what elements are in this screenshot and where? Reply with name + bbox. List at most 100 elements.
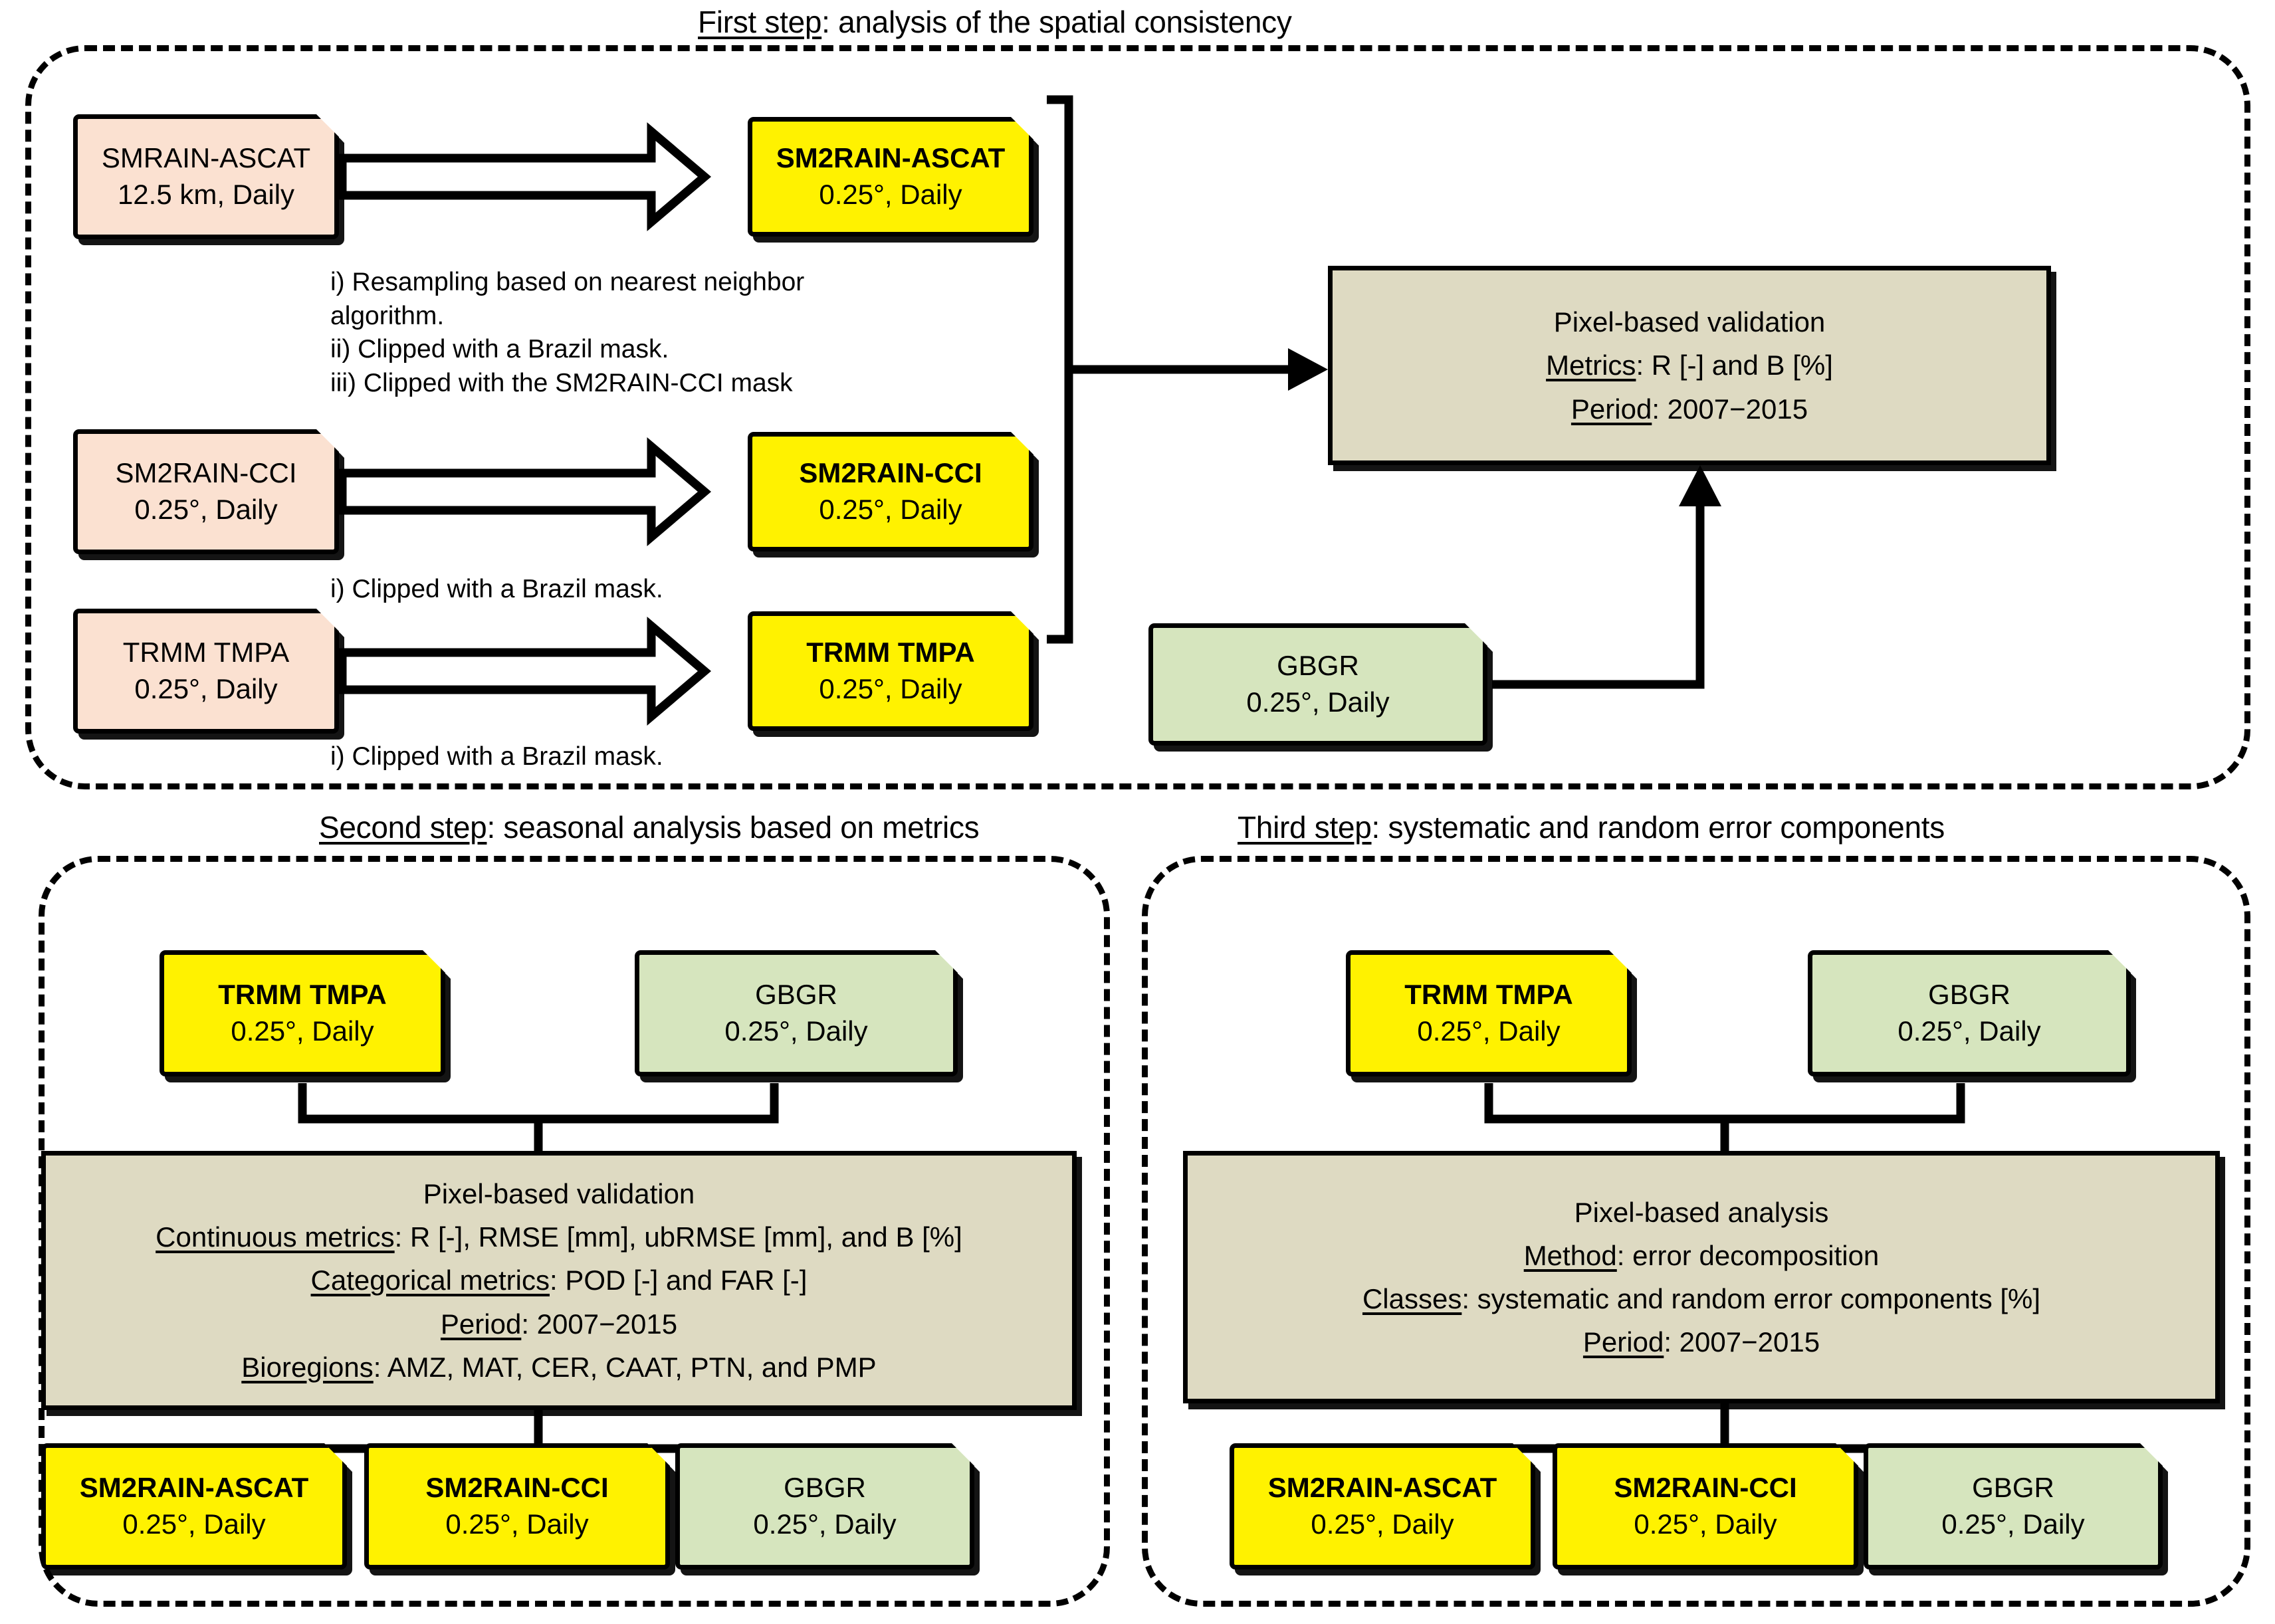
validation-heading: Pixel-based validation (1553, 306, 1826, 338)
node-resolution: 0.25°, Daily (231, 1015, 374, 1047)
node-processed-sm2rain-ascat[interactable]: SM2RAIN-ASCAT 0.25°, Daily (748, 117, 1033, 237)
analysis-row-period: Period: 2007−2015 (1583, 1320, 1820, 1364)
node-text: TRMM TMPA 0.25°, Daily (1398, 977, 1580, 1049)
row-value: : 2007−2015 (521, 1308, 678, 1340)
step-title-third-rest: : systematic and random error components (1371, 810, 1945, 845)
process-box-pixel-based-validation-step2[interactable]: Pixel-based validation Continuous metric… (41, 1151, 1077, 1410)
row-value: : R [-], RMSE [mm], ubRMSE [mm], and B [… (394, 1221, 962, 1253)
node-title: SM2RAIN-CCI (1614, 1472, 1797, 1504)
node-text: SMRAIN-ASCAT 12.5 km, Daily (95, 140, 317, 213)
node-title: SM2RAIN-ASCAT (1267, 1472, 1497, 1504)
validation-row-period: Period: 2007−2015 (1571, 387, 1808, 431)
node-step3-top-trmm-tmpa[interactable]: TRMM TMPA 0.25°, Daily (1346, 950, 1632, 1076)
row-value: : POD [-] and FAR [-] (550, 1265, 808, 1296)
process-box-pixel-based-validation-step1[interactable]: Pixel-based validation Metrics: R [-] an… (1328, 266, 2051, 465)
node-body (635, 950, 958, 1076)
node-body (41, 1443, 347, 1570)
node-body (1808, 950, 2131, 1076)
node-text: SM2RAIN-ASCAT 0.25°, Daily (73, 1470, 316, 1542)
node-resolution: 0.25°, Daily (1311, 1508, 1454, 1540)
node-title: TRMM TMPA (218, 979, 387, 1011)
validation-row-continuous: Continuous metrics: R [-], RMSE [mm], ub… (156, 1215, 962, 1259)
node-step2-top-gbgr[interactable]: GBGR 0.25°, Daily (635, 950, 958, 1076)
node-title: GBGR (1277, 650, 1359, 682)
node-text: GBGR 0.25°, Daily (718, 977, 874, 1049)
node-source-trmm-tmpa[interactable]: TRMM TMPA 0.25°, Daily (73, 609, 339, 734)
node-step3-bottom-gbgr[interactable]: GBGR 0.25°, Daily (1864, 1443, 2163, 1570)
validation-row-bioregions: Bioregions: AMZ, MAT, CER, CAAT, PTN, an… (241, 1346, 876, 1389)
node-title: SM2RAIN-ASCAT (776, 142, 1006, 174)
node-body (160, 950, 445, 1076)
node-step2-top-trmm-tmpa[interactable]: TRMM TMPA 0.25°, Daily (160, 950, 445, 1076)
node-body (73, 429, 339, 554)
node-text: SM2RAIN-CCI 0.25°, Daily (108, 455, 303, 528)
node-text: GBGR 0.25°, Daily (746, 1470, 903, 1542)
node-resolution: 0.25°, Daily (819, 179, 962, 210)
node-resolution: 0.25°, Daily (122, 1508, 266, 1540)
node-body (748, 432, 1033, 552)
node-reference-gbgr-step1[interactable]: GBGR 0.25°, Daily (1148, 623, 1487, 746)
node-title: GBGR (1928, 979, 2010, 1011)
step-title-third-label: Third step (1238, 810, 1372, 845)
step-title-first-rest: : analysis of the spatial consistency (821, 5, 1292, 39)
row-label: Continuous metrics (156, 1221, 395, 1253)
node-title: SM2RAIN-CCI (799, 457, 982, 489)
node-resolution: 0.25°, Daily (1246, 686, 1390, 718)
step-title-third: Third step: systematic and random error … (1238, 809, 1945, 845)
node-resolution: 0.25°, Daily (1897, 1015, 2041, 1047)
node-step2-bottom-sm2rain-ascat[interactable]: SM2RAIN-ASCAT 0.25°, Daily (41, 1443, 347, 1570)
step-title-second-rest: : seasonal analysis based on metrics (487, 810, 980, 845)
node-body (1230, 1443, 1535, 1570)
node-title: TRMM TMPA (122, 637, 290, 668)
node-title: SM2RAIN-CCI (425, 1472, 609, 1504)
row-label: Period (1582, 1326, 1664, 1358)
node-source-sm2rain-cci[interactable]: SM2RAIN-CCI 0.25°, Daily (73, 429, 339, 554)
process-box-pixel-based-analysis-step3[interactable]: Pixel-based analysis Method: error decom… (1183, 1151, 2220, 1403)
node-text: SM2RAIN-CCI 0.25°, Daily (419, 1470, 615, 1542)
node-resolution: 0.25°, Daily (445, 1508, 589, 1540)
validation-row-metrics: Metrics: R [-] and B [%] (1546, 344, 1833, 387)
node-processed-sm2rain-cci[interactable]: SM2RAIN-CCI 0.25°, Daily (748, 432, 1033, 552)
node-title: TRMM TMPA (806, 637, 975, 668)
node-text: GBGR 0.25°, Daily (1240, 648, 1396, 720)
node-body (1553, 1443, 1858, 1570)
analysis-row-method: Method: error decomposition (1524, 1234, 1880, 1277)
row-label: Classes (1362, 1283, 1462, 1314)
node-step3-top-gbgr[interactable]: GBGR 0.25°, Daily (1808, 950, 2131, 1076)
node-body (364, 1443, 670, 1570)
node-resolution: 0.25°, Daily (1417, 1015, 1561, 1047)
step-title-second-label: Second step (319, 810, 487, 845)
node-resolution: 12.5 km, Daily (117, 179, 295, 210)
node-resolution: 0.25°, Daily (724, 1015, 868, 1047)
row-value: : 2007−2015 (1664, 1326, 1820, 1358)
node-step2-bottom-gbgr[interactable]: GBGR 0.25°, Daily (675, 1443, 974, 1570)
node-title: SM2RAIN-ASCAT (79, 1472, 309, 1504)
node-body (675, 1443, 974, 1570)
validation-heading: Pixel-based validation (423, 1178, 695, 1210)
node-step3-bottom-sm2rain-ascat[interactable]: SM2RAIN-ASCAT 0.25°, Daily (1230, 1443, 1535, 1570)
row-value: : 2007−2015 (1652, 393, 1808, 425)
node-source-smrain-ascat[interactable]: SMRAIN-ASCAT 12.5 km, Daily (73, 114, 339, 239)
row-label: Categorical metrics (310, 1265, 550, 1296)
node-text: GBGR 0.25°, Daily (1935, 1470, 2091, 1542)
analysis-row-classes: Classes: systematic and random error com… (1362, 1277, 2040, 1320)
row-label: Method (1523, 1239, 1617, 1271)
node-processed-trmm-tmpa[interactable]: TRMM TMPA 0.25°, Daily (748, 611, 1033, 731)
node-body (73, 609, 339, 734)
node-text: TRMM TMPA 0.25°, Daily (800, 635, 982, 707)
node-title: TRMM TMPA (1404, 979, 1573, 1011)
node-step3-bottom-sm2rain-cci[interactable]: SM2RAIN-CCI 0.25°, Daily (1553, 1443, 1858, 1570)
row-value: : systematic and random error components… (1462, 1283, 2041, 1314)
node-step2-bottom-sm2rain-cci[interactable]: SM2RAIN-CCI 0.25°, Daily (364, 1443, 670, 1570)
row-label: Metrics (1546, 350, 1636, 381)
node-resolution: 0.25°, Daily (753, 1508, 897, 1540)
node-body (1346, 950, 1632, 1076)
node-title: GBGR (755, 979, 837, 1011)
row-value: : R [-] and B [%] (1636, 350, 1833, 381)
row-value: : AMZ, MAT, CER, CAAT, PTN, and PMP (373, 1351, 877, 1383)
node-text: SM2RAIN-ASCAT 0.25°, Daily (1261, 1470, 1504, 1542)
step-title-second: Second step: seasonal analysis based on … (319, 809, 980, 845)
node-text: SM2RAIN-ASCAT 0.25°, Daily (770, 140, 1012, 213)
node-title: GBGR (1972, 1472, 2054, 1504)
panel-third-step (1142, 856, 2250, 1607)
